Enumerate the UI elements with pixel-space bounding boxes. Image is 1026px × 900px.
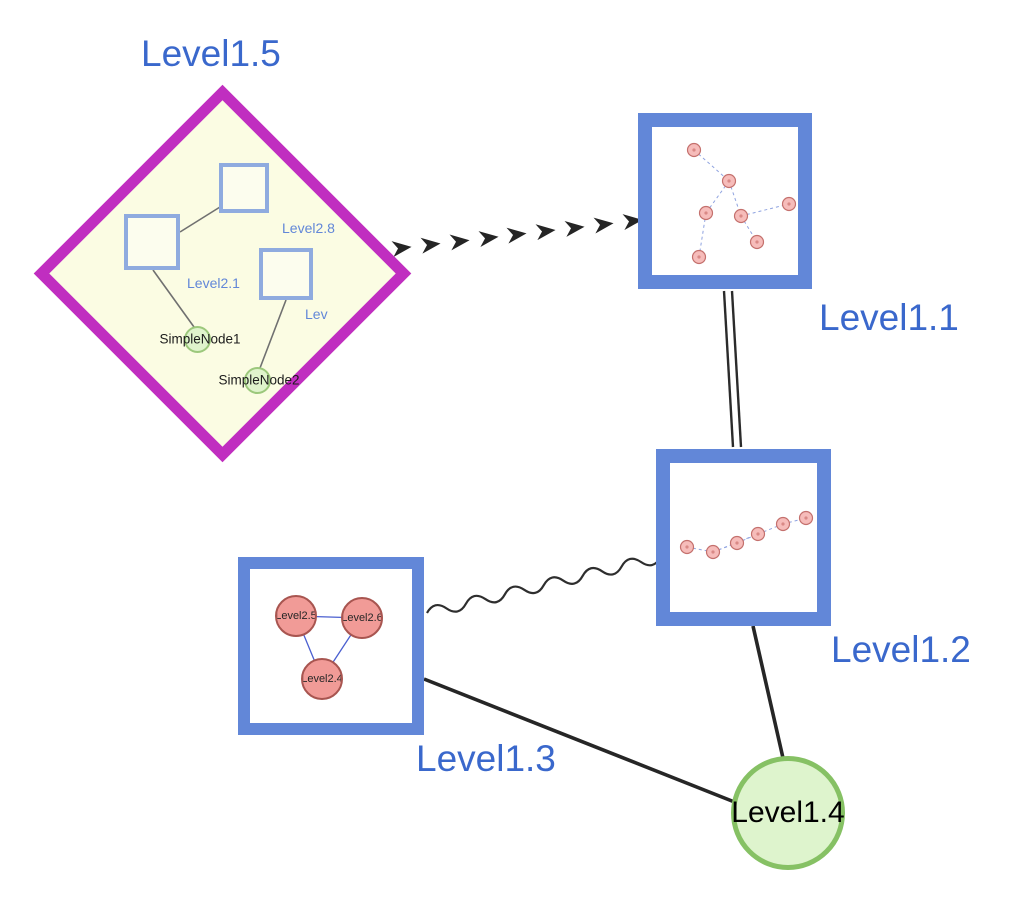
edge-level15-level11-dashed-arrow: [391, 214, 643, 258]
node-level1-5-diamond[interactable]: [33, 84, 412, 463]
node-label-level1-5: Level1.5: [141, 33, 281, 74]
mini-edge: [698, 212, 707, 258]
mini-node-dot: [685, 545, 689, 549]
edge-level13-level12-wavy: [426, 548, 681, 614]
node-label-level2-8: Level2.8: [282, 220, 335, 236]
node-simplenode2[interactable]: [244, 367, 271, 394]
mini-node-dot: [739, 214, 743, 218]
mini-node-dot: [727, 179, 731, 183]
mini-node-dot: [704, 211, 708, 215]
node-label-simplenode2: SimpleNode2: [218, 372, 300, 388]
mini-edge: [757, 523, 784, 535]
node-level2-5[interactable]: Level2.5: [275, 595, 317, 637]
level1-1-mini-graph: [686, 142, 797, 265]
mini-node-dot: [692, 148, 696, 152]
node-level1-3[interactable]: Level2.5 Level2.6 Level2.4: [238, 557, 424, 735]
mini-node-dot: [756, 532, 760, 536]
node-label-level2-1: Level2.1: [187, 275, 240, 291]
node-level2-1[interactable]: [124, 214, 180, 270]
level1-3-mini-graph: [295, 615, 363, 680]
mini-node-dot: [804, 516, 808, 520]
mini-edge: [740, 203, 790, 217]
mini-node-dot: [711, 550, 715, 554]
node-lev[interactable]: [259, 248, 313, 300]
mini-node-dot: [697, 255, 701, 259]
mini-edge: [693, 149, 730, 182]
node-level1-1[interactable]: [638, 113, 812, 289]
node-label-level1-3: Level1.3: [416, 738, 556, 779]
edge-level11-level12-double-a: [722, 290, 735, 448]
edge-level11-level12-double-b: [730, 290, 743, 448]
node-label-simplenode1: SimpleNode1: [159, 331, 241, 347]
node-simplenode1[interactable]: [184, 326, 211, 353]
node-level1-2[interactable]: [656, 449, 831, 626]
mini-node-dot: [787, 202, 791, 206]
mini-edge: [686, 546, 714, 553]
node-level2-8[interactable]: [219, 163, 269, 213]
node-label-level1-1: Level1.1: [819, 297, 959, 338]
level1-2-mini-graph: [679, 510, 814, 560]
edge-level12-level14: [751, 625, 785, 759]
node-label-lev: Lev: [305, 306, 328, 322]
mini-node-dot: [755, 240, 759, 244]
mini-node-dot: [735, 541, 739, 545]
mini-node-dot: [781, 522, 785, 526]
node-level2-4[interactable]: Level2.4: [301, 658, 343, 700]
node-level2-6[interactable]: Level2.6: [341, 597, 383, 639]
node-level1-4[interactable]: Level1.4: [731, 756, 845, 870]
node-label-level1-2: Level1.2: [831, 629, 971, 670]
